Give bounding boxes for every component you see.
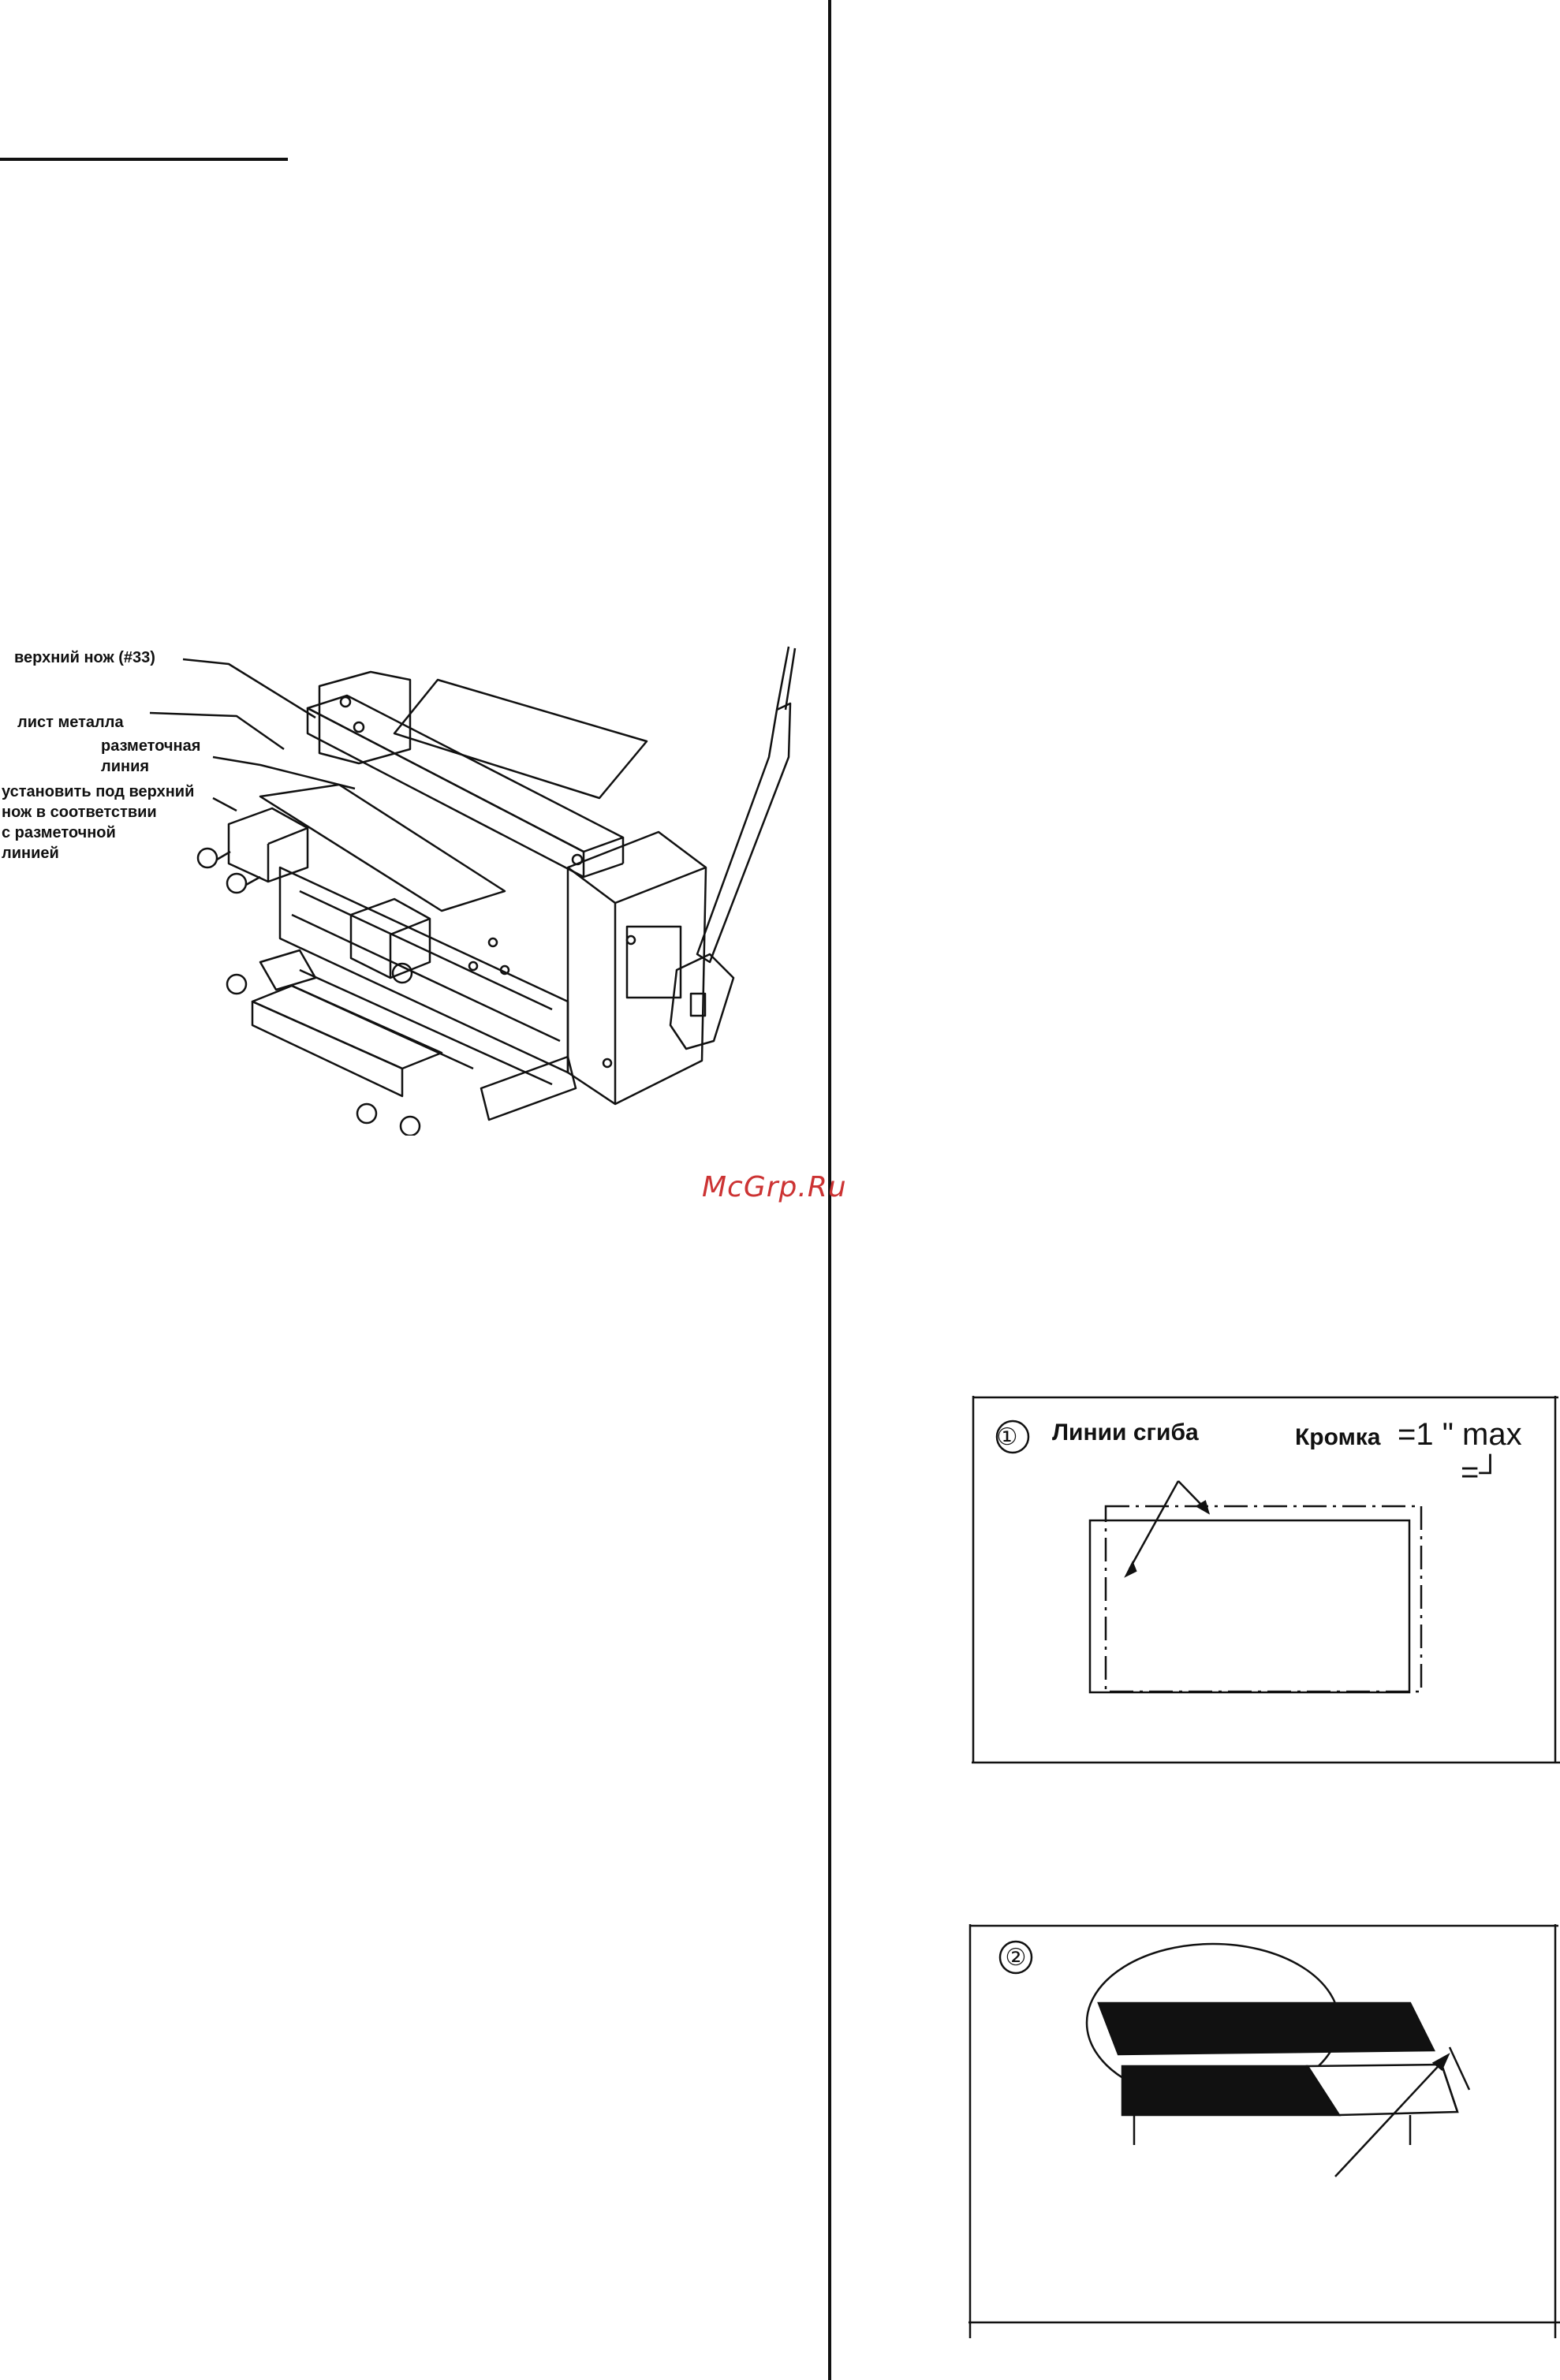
- figure-2-number: ②: [1006, 1945, 1027, 1971]
- header-rule: [0, 158, 288, 161]
- edge-mark: =┘: [1461, 1453, 1502, 1490]
- figure-1-drawing: ① Линии сгиба Кромка =1 " max =┘: [972, 1396, 1560, 1770]
- figure-1-number: ①: [997, 1424, 1018, 1450]
- machine-line-drawing: [0, 631, 797, 1136]
- bend-lines-label: Линии сгиба: [1052, 1419, 1199, 1446]
- figure-bent-sheet: ②: [968, 1924, 1560, 2338]
- figure-bend-lines: ① Линии сгиба Кромка =1 " max =┘: [972, 1396, 1560, 1770]
- sheet-metal-brake-illustration: верхний нож (#33) лист металла разметочн…: [0, 631, 797, 1136]
- figure-2-drawing: ②: [968, 1924, 1560, 2338]
- edge-label: Кромка: [1295, 1424, 1381, 1450]
- edge-value: =1 " max: [1398, 1417, 1522, 1452]
- watermark-text: McGrp.Ru: [702, 1171, 847, 1203]
